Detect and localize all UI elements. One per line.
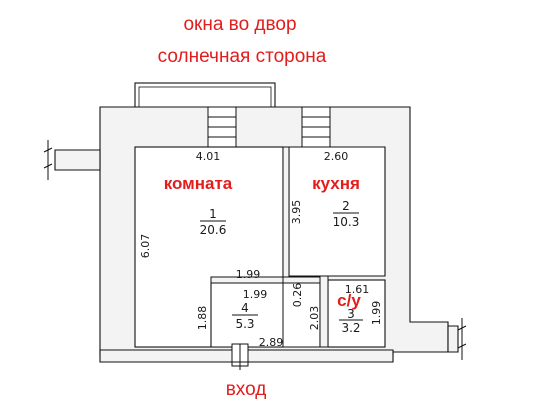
balcony [134,82,276,110]
dim-room-width: 4.01 [196,150,221,163]
room-bathroom-area: 3.2 [341,321,360,335]
dim-hall-width: 1.99 [243,288,268,301]
room-bathroom [327,279,386,348]
windows [207,106,331,148]
room-living-name: комната [164,174,233,193]
entrance-door [231,343,249,370]
room-kitchen-name: кухня [312,174,360,193]
dim-bath-width: 1.61 [345,283,370,296]
room-living-area: 20.6 [200,223,227,237]
room-bathroom-number: 3 [347,307,355,321]
dim-kitchen-height: 3.95 [290,200,303,225]
dim-kitchen-width: 2.60 [324,150,349,163]
room-bathroom-name: с/у [337,291,361,310]
room-kitchen-area: 10.3 [333,215,360,229]
dim-hall-depth: 2.03 [308,306,321,331]
dim-hall-bottom: 2.89 [259,336,284,349]
partitions [210,146,385,348]
dim-room-bottom: 1.99 [236,268,261,281]
room-kitchen [288,146,386,277]
dim-room-height: 6.07 [139,234,152,259]
room-kitchen-number: 2 [342,199,350,213]
room-hallway-number: 4 [241,301,249,315]
room-hallway-area: 5.3 [235,317,254,331]
header-sunny-side-label: солнечная сторона [158,46,327,67]
dim-hall-partition: 0.26 [291,283,304,308]
header-windows-label: окна во двор [183,14,296,35]
dim-bath-height: 1.99 [370,301,383,326]
dim-hall-height: 1.88 [196,306,209,331]
room-living-number: 1 [209,207,217,221]
entrance-label: вход [226,379,267,400]
